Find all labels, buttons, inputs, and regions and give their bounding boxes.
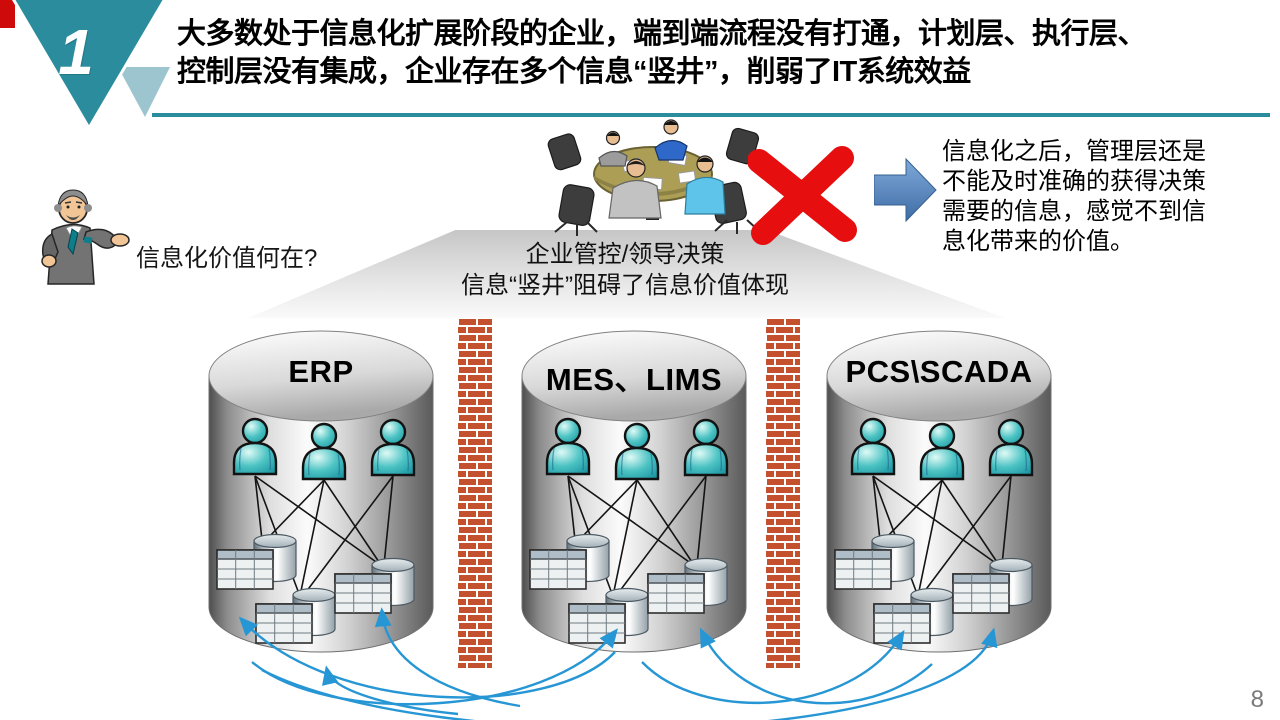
silo-erp: ERP xyxy=(205,330,437,655)
title-underline xyxy=(152,113,1270,117)
red-cross-icon xyxy=(748,146,857,245)
note-line-1: 信息化之后，管理层还是 xyxy=(942,138,1206,165)
decision-caption-line-1: 企业管控/领导决策 xyxy=(525,241,725,268)
small-teal-triangle xyxy=(118,67,170,117)
value-question-text: 信息化价值何在? xyxy=(136,245,318,272)
silo-label-mes-lims: MES、LIMS xyxy=(545,362,723,397)
silo-cylinder-art xyxy=(826,330,1052,653)
silo-cylinder-art xyxy=(208,330,434,653)
silo-label-erp: ERP xyxy=(288,354,354,389)
brick-wall-icon xyxy=(766,318,800,668)
decision-caption-line-2: 信息“竖井”阻碍了信息价值体现 xyxy=(461,272,789,299)
decision-caption: 企业管控/领导决策 信息“竖井”阻碍了信息价值体现 xyxy=(400,239,850,301)
title-line-1: 大多数处于信息化扩展阶段的企业，端到端流程没有打通，计划层、执行层、 xyxy=(177,18,1147,50)
corner-red-block xyxy=(0,0,15,28)
note-line-3: 需要的信息，感觉不到信 xyxy=(942,198,1206,225)
section-number: 1 xyxy=(58,16,94,88)
slide-title: 大多数处于信息化扩展阶段的企业，端到端流程没有打通，计划层、执行层、 控制层没有… xyxy=(177,15,1277,91)
title-line-2: 控制层没有集成，企业存在多个信息“竖井”，削弱了IT系统效益 xyxy=(177,56,971,88)
block-arrow-icon xyxy=(874,157,937,223)
note-line-2: 不能及时准确的获得决策 xyxy=(942,168,1206,195)
silo-pcs-scada: PCS\SCADA xyxy=(823,330,1055,655)
page-number: 8 xyxy=(1250,686,1264,713)
note-line-4: 息化带来的价值。 xyxy=(942,228,1134,255)
brick-wall-icon xyxy=(458,318,492,668)
header-decoration xyxy=(0,0,170,131)
silo-mes-lims: MES、LIMS xyxy=(518,330,750,655)
consequence-note: 信息化之后，管理层还是 不能及时准确的获得决策 需要的信息，感觉不到信 息化带来… xyxy=(942,137,1257,257)
silo-label-pcs-scada: PCS\SCADA xyxy=(845,354,1033,389)
manager-clipart-icon xyxy=(41,189,130,285)
meeting-clipart-icon xyxy=(547,119,760,236)
big-teal-triangle xyxy=(12,0,166,131)
